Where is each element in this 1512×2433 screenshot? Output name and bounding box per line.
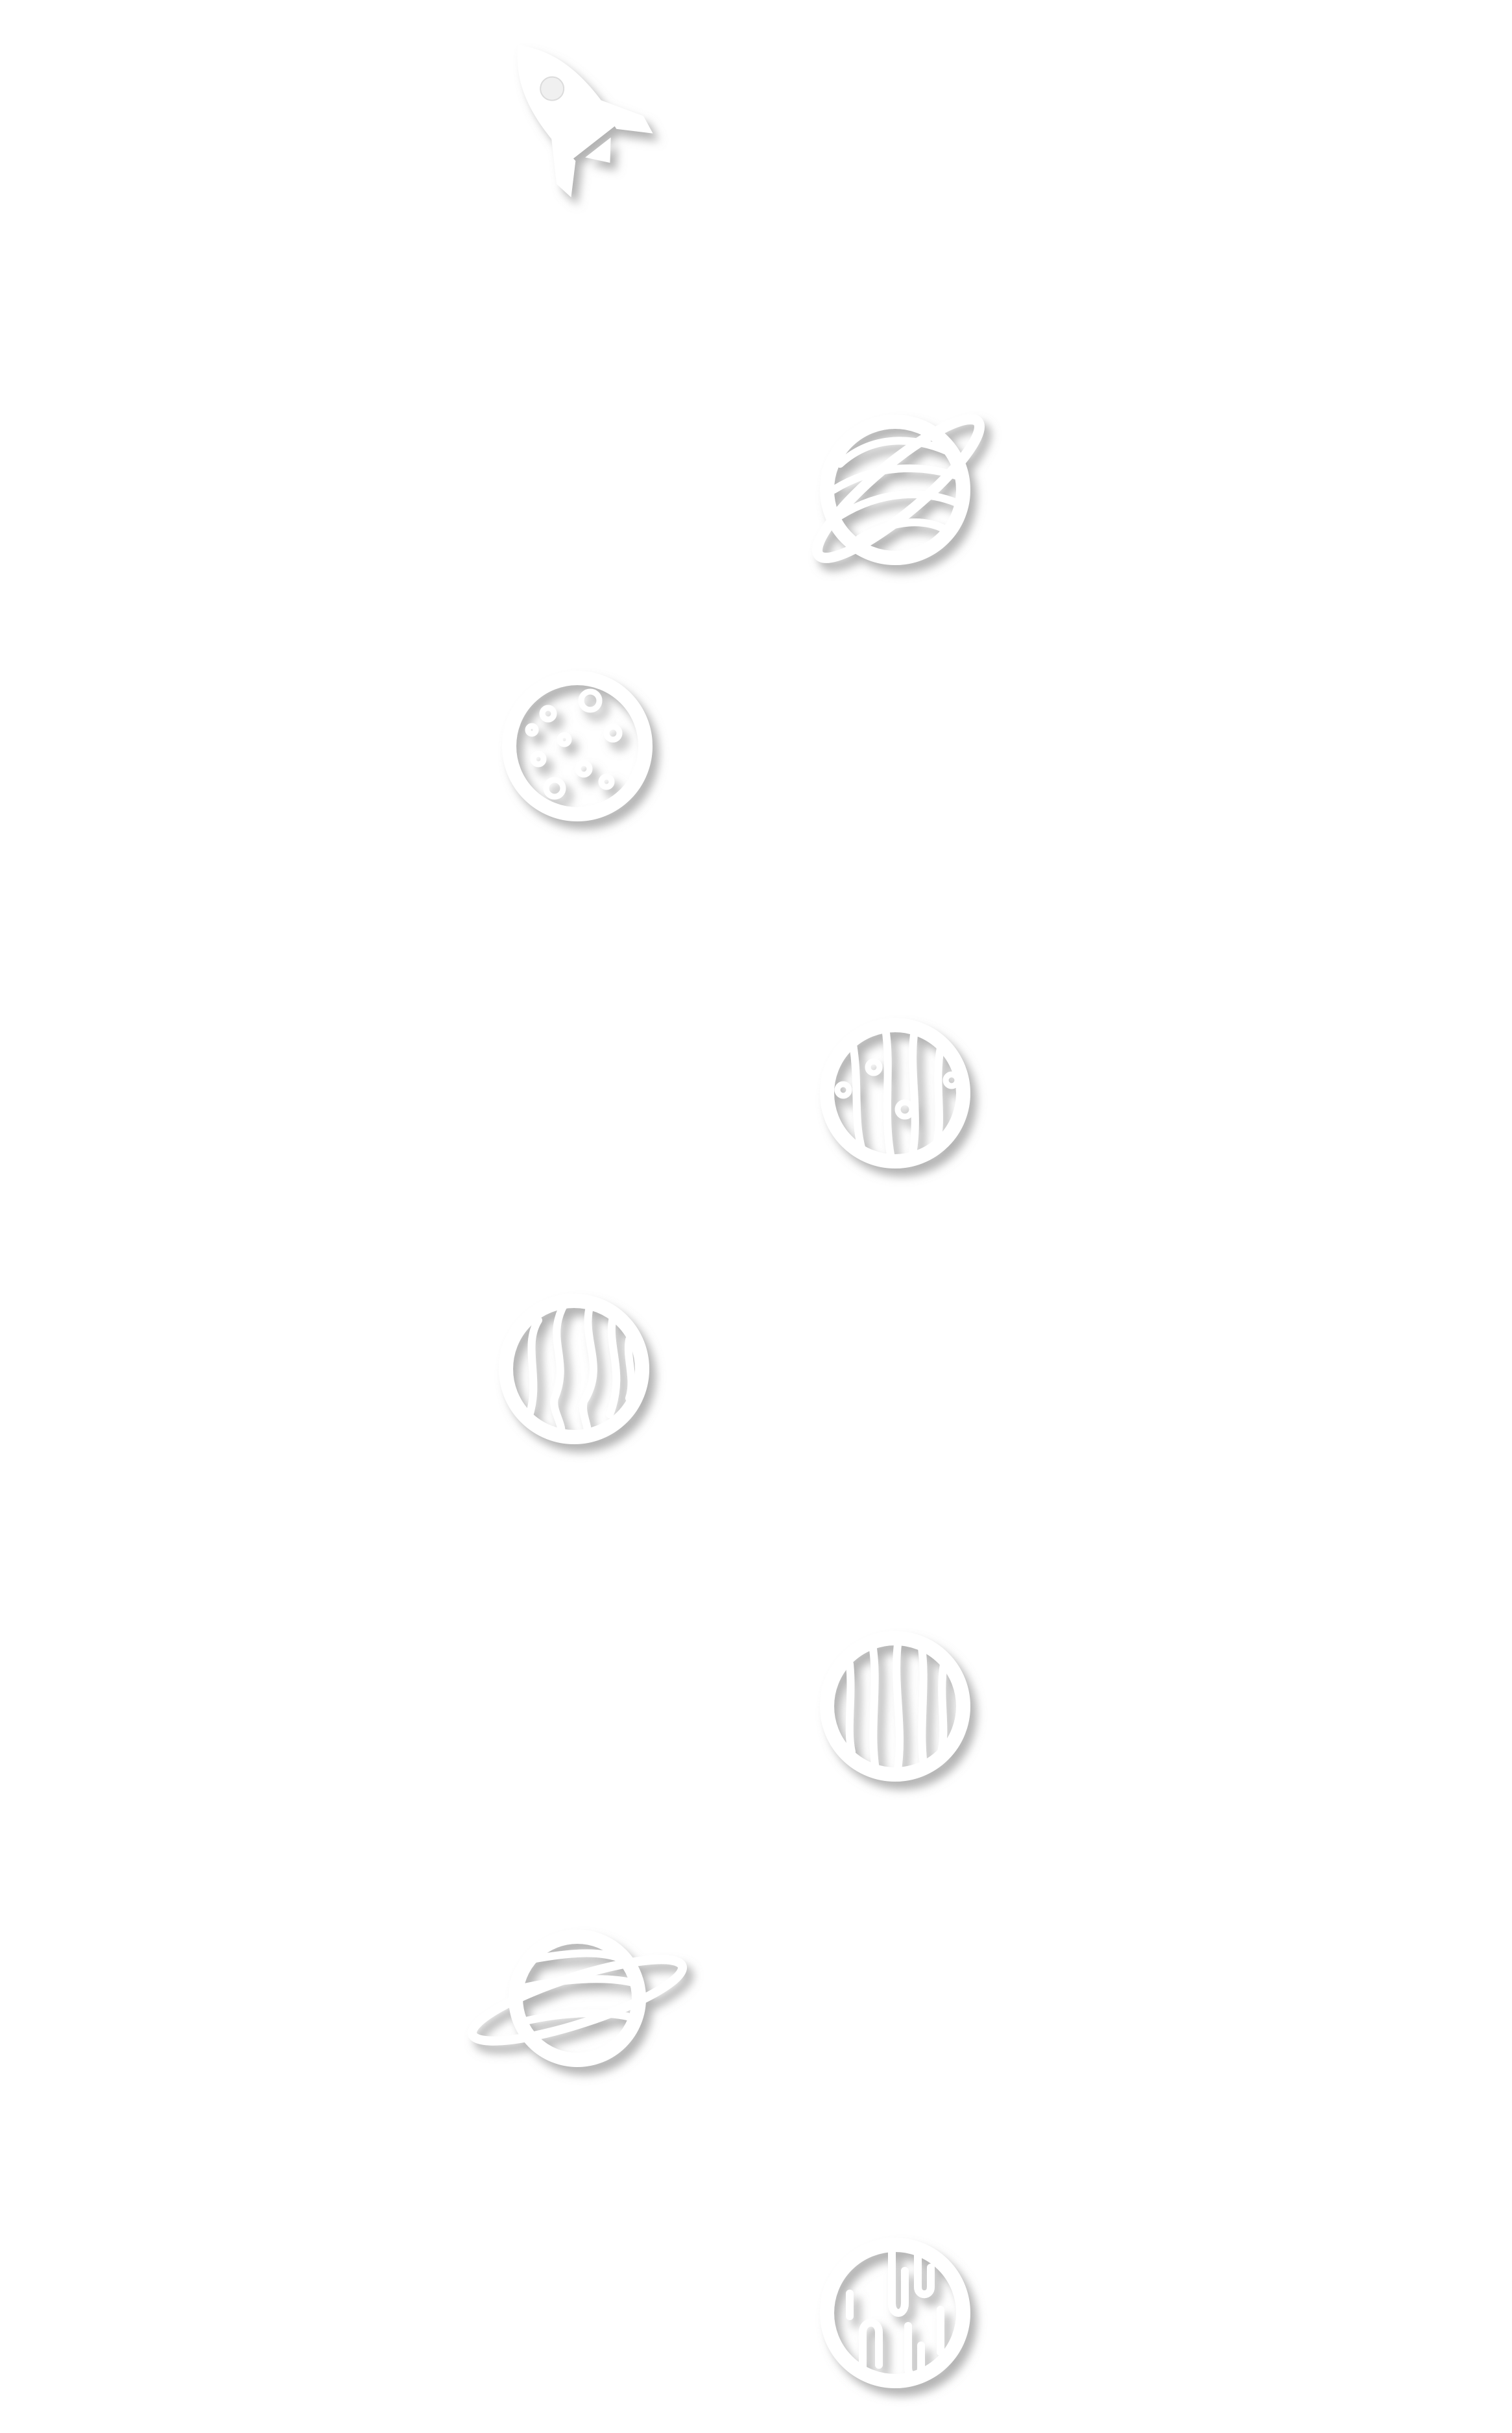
dripping-planet-icon (814, 2232, 976, 2394)
striped-planet-icon (814, 1625, 976, 1787)
cratered-planet-icon (493, 662, 662, 830)
spotted-planet-icon (814, 1012, 976, 1174)
wavy-striped-planet-icon (493, 1288, 655, 1450)
ringed-planet-icon (804, 393, 992, 581)
rocket-icon (477, 19, 671, 214)
ringed-planet-icon (467, 1924, 688, 2073)
